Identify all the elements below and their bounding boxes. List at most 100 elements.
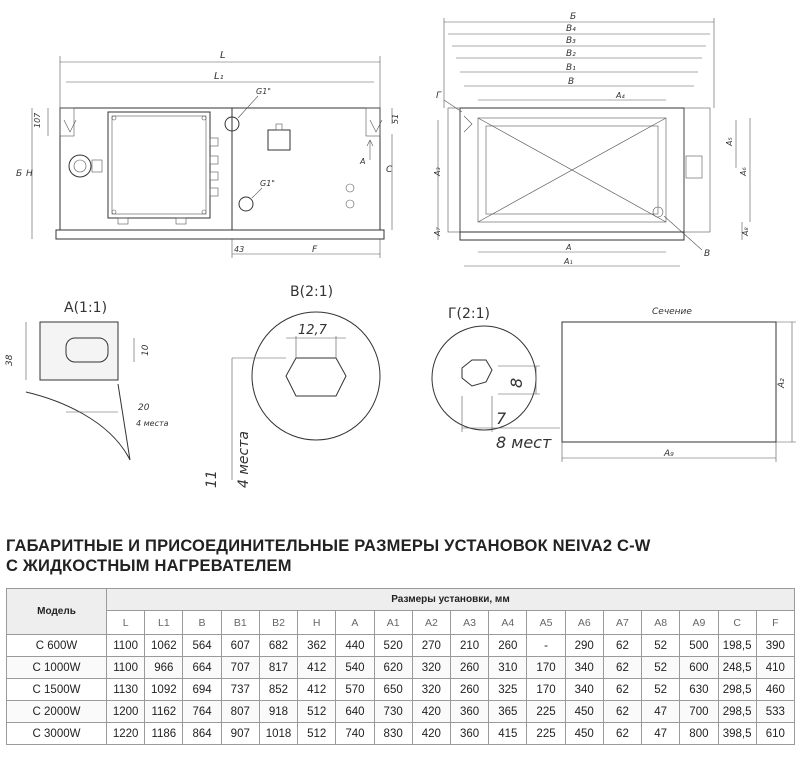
value-cell-a1: 730	[373, 700, 413, 723]
value-cell-a6: 340	[564, 678, 604, 701]
detail-v-circle	[251, 311, 381, 441]
value-cell-a7: 62	[602, 678, 643, 701]
value-cell-a2: 420	[411, 700, 451, 723]
dim-label-Bb: B	[568, 77, 574, 87]
value-cell-a9: 630	[679, 678, 719, 701]
value-cell-a1: 520	[373, 634, 413, 657]
technical-drawing: L L₁ Б H 107 51 C A G1" G1" 43 F	[5, 12, 796, 488]
right-flange-mark	[369, 119, 383, 133]
dim-label-11: 11	[204, 470, 220, 488]
drain-icon	[652, 206, 664, 218]
value-cell-l1: 1092	[144, 678, 184, 701]
pipe-label-g1-top: G1"	[256, 87, 271, 96]
value-cell-a7: 62	[602, 656, 643, 679]
value-cell-b1: 607	[220, 634, 260, 657]
value-cell-b: 564	[182, 634, 222, 657]
dim-label-F: F	[312, 245, 318, 255]
value-cell-h: 362	[297, 634, 337, 657]
side-view-left-panel	[447, 107, 461, 233]
detail-a-slot	[65, 337, 109, 363]
duct-opening	[477, 117, 667, 223]
duct-inner	[485, 125, 659, 215]
value-cell-l1: 966	[144, 656, 184, 679]
left-flange	[59, 107, 75, 137]
value-cell-f: 410	[755, 656, 796, 679]
model-header: Модель	[6, 588, 107, 635]
value-cell-a3: 260	[449, 678, 490, 701]
value-cell-a: 440	[335, 634, 375, 657]
dim-label-L1: L₁	[214, 71, 224, 82]
connector-icon	[91, 159, 103, 173]
detail-a-title: A(1:1)	[64, 300, 107, 316]
column-header-b2: B2	[258, 610, 299, 635]
section-view: Сечение A₂ A₉	[561, 307, 796, 462]
value-cell-c: 198,5	[717, 634, 757, 657]
value-cell-a6: 290	[564, 634, 604, 657]
control-box-inner	[111, 115, 207, 215]
detail-callout-G: Г	[436, 91, 442, 101]
value-cell-a6: 450	[564, 722, 604, 745]
detail-callout-V: В	[704, 249, 710, 259]
dim-label-107: 107	[33, 112, 42, 128]
value-cell-a8: 47	[641, 722, 681, 745]
value-cell-b: 864	[182, 722, 222, 745]
document-title: ГАБАРИТНЫЕ И ПРИСОЕДИНИТЕЛЬНЫЕ РАЗМЕРЫ У…	[6, 536, 796, 576]
detail-v-title: B(2:1)	[290, 284, 333, 300]
cable-gland-icon	[175, 217, 187, 225]
dim-label-B3: B₃	[566, 36, 576, 46]
value-cell-a4: 310	[488, 656, 528, 679]
hex-nut-icon	[285, 357, 347, 397]
dim-label-A3: A₃	[433, 167, 442, 177]
value-cell-a3: 360	[449, 700, 490, 723]
column-header-a7: A7	[602, 610, 643, 635]
value-cell-a3: 210	[449, 634, 490, 657]
detail-a: A(1:1) 38 10 20 4 места	[5, 300, 169, 461]
value-cell-a2: 420	[411, 722, 451, 745]
model-cell: C 3000W	[6, 722, 107, 745]
leader-line	[237, 95, 259, 119]
value-cell-b1: 807	[220, 700, 260, 723]
section-rect	[561, 321, 777, 443]
column-header-a9: A9	[679, 610, 719, 635]
front-view: L L₁ Б H 107 51 C A G1" G1" 43 F	[16, 50, 400, 258]
dim-label-B: Б	[570, 12, 576, 22]
front-view-base	[55, 229, 385, 240]
port-icon	[345, 183, 355, 193]
value-cell-h: 512	[297, 722, 337, 745]
value-cell-a9: 800	[679, 722, 719, 745]
value-cell-b1: 907	[220, 722, 260, 745]
diagonal-line	[477, 117, 667, 223]
value-cell-a4: 365	[488, 700, 528, 723]
value-cell-a9: 600	[679, 656, 719, 679]
dim-label-A9: A₉	[663, 449, 674, 459]
dim-label-51: 51	[391, 114, 400, 124]
value-cell-b2: 852	[258, 678, 299, 701]
detail-g: Г(2:1) 8 7 8 мест	[431, 306, 560, 452]
water-outlet-icon	[238, 196, 254, 212]
cable-gland-icon	[209, 187, 219, 197]
dim-label-43: 43	[234, 245, 244, 254]
value-cell-l1: 1062	[144, 634, 184, 657]
value-cell-a2: 270	[411, 634, 451, 657]
hex-socket-icon	[461, 359, 493, 387]
dim-label-A1: A₁	[563, 257, 573, 266]
dim-label-A2: A₂	[777, 378, 787, 389]
dim-label-places: 8 мест	[496, 433, 552, 452]
value-cell-h: 512	[297, 700, 337, 723]
column-header-c: C	[717, 610, 757, 635]
dim-label-7: 7	[496, 409, 507, 428]
water-inlet-icon	[224, 116, 240, 132]
dim-label-38: 38	[5, 354, 15, 366]
column-header-b: B	[182, 610, 222, 635]
column-header-f: F	[755, 610, 796, 635]
value-cell-l: 1200	[105, 700, 146, 723]
detail-a-flange	[39, 321, 119, 381]
value-cell-c: 298,5	[717, 700, 757, 723]
value-cell-c: 248,5	[717, 656, 757, 679]
value-cell-a: 740	[335, 722, 375, 745]
value-cell-a5: 225	[526, 722, 566, 745]
cable-gland-icon	[117, 217, 129, 225]
